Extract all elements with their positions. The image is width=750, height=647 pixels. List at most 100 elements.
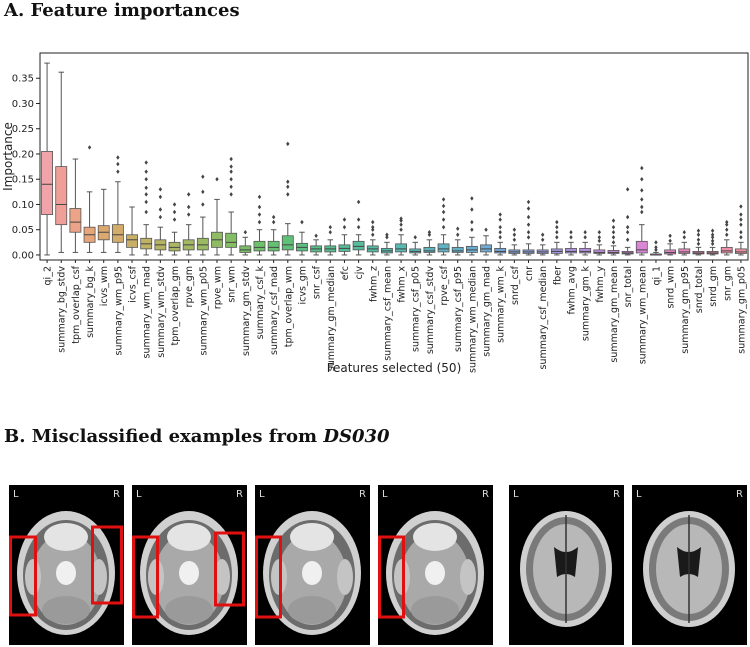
outlier-point (441, 224, 446, 230)
outlier-point (739, 235, 743, 240)
outlier-point (300, 219, 304, 225)
outlier-point (399, 227, 403, 232)
outlier-point (640, 204, 644, 210)
outlier-point (625, 224, 630, 230)
outlier-point (597, 235, 602, 240)
outlier-point (342, 217, 347, 222)
y-tick-label: 0.25 (12, 124, 34, 135)
x-tick-label: snr_wm (227, 266, 238, 303)
outlier-point (172, 202, 177, 207)
outlier-point (328, 230, 332, 235)
outlier-point (498, 230, 502, 235)
cerebellum (411, 596, 459, 624)
outlier-point (470, 227, 474, 232)
outlier-point (172, 217, 177, 222)
outlier-point (540, 232, 545, 237)
x-tick-label: summary_csf_p05 (411, 266, 422, 352)
x-tick-label: summary_csf_p95 (453, 266, 464, 352)
outlier-point (583, 230, 587, 235)
outlier-point (456, 226, 460, 231)
outlier-point (286, 192, 290, 197)
outlier-point (144, 209, 148, 215)
outlier-point (470, 219, 474, 225)
x-tick-label: summary_wm_k (496, 266, 507, 343)
cerebellum (288, 596, 336, 624)
box-iqr (352, 240, 365, 251)
outlier-point (526, 199, 531, 205)
y-tick-label: 0.20 (12, 149, 34, 160)
outlier-point (569, 235, 573, 240)
box-iqr (734, 248, 747, 254)
x-tick-label: summary_gm_stdv (241, 266, 252, 356)
outlier-point (144, 185, 148, 191)
x-tick-label: summary_csf_mean (382, 266, 393, 361)
outlier-point (668, 233, 672, 238)
x-axis-label: Features selected (50) (327, 361, 462, 375)
outlier-point (271, 219, 276, 225)
outlier-point (286, 179, 290, 184)
brain-slice-image (378, 485, 493, 645)
y-tick-label: 0.05 (12, 225, 34, 236)
highlight-box (91, 525, 123, 605)
x-tick-label: efc (340, 266, 351, 280)
x-tick-label: summary_wm_p95 (113, 266, 124, 355)
x-tick-label: snrd_total (694, 266, 705, 313)
orientation-label-right: R (359, 489, 366, 500)
x-tick-label: summary_wm_mean (637, 266, 648, 364)
outlier-point (215, 177, 219, 182)
outlier-point (371, 227, 375, 232)
x-tick-label: summary_gm_mad (482, 266, 493, 357)
outlier-point (385, 232, 389, 237)
x-tick-label: icvs_csf (128, 265, 139, 302)
x-tick-label: fber (552, 266, 563, 285)
y-tick-label: 0.00 (12, 250, 34, 261)
outlier-point (512, 237, 517, 243)
orientation-label-right: R (736, 489, 743, 500)
box-iqr (395, 243, 408, 253)
outlier-point (229, 169, 233, 174)
outlier-point (484, 227, 488, 232)
outlier-point (427, 232, 432, 237)
outlier-point (739, 212, 743, 217)
outlier-point (201, 189, 205, 195)
box-iqr (593, 249, 606, 254)
box-iqr (196, 237, 209, 251)
x-tick-label: summary_wm_stdv (156, 266, 167, 358)
box-iqr (565, 247, 577, 254)
x-tick-label: snrd_csf (510, 265, 521, 305)
outlier-point (710, 228, 715, 233)
brainstem (302, 561, 322, 585)
outlier-point (356, 217, 361, 222)
x-tick-label: summary_csf_median (538, 266, 549, 369)
outlier-point (725, 227, 729, 232)
box-iqr (168, 241, 181, 252)
box-iqr (465, 245, 478, 253)
outlier-point (512, 227, 517, 232)
x-tick-label: snr_total (623, 266, 634, 307)
outlier-point (441, 217, 446, 222)
outlier-point (725, 222, 729, 227)
box-iqr (126, 234, 138, 248)
outlier-point (526, 206, 531, 211)
box-iqr (55, 166, 68, 226)
outlier-point (739, 204, 743, 209)
x-tick-label: snrd_wm (666, 266, 677, 309)
outlier-point (271, 214, 276, 220)
outlier-point (116, 155, 120, 160)
outlier-point (186, 212, 191, 217)
temporal-lobe-right (460, 559, 476, 595)
outlier-point (526, 222, 531, 227)
outlier-point (625, 237, 630, 243)
y-tick-label: 0.30 (12, 99, 34, 110)
x-tick-label: summary_gm_mean (609, 266, 620, 363)
section-b-title: B. Misclassified examples from DS030 (4, 426, 390, 447)
outlier-point (229, 184, 233, 189)
orientation-label-right: R (236, 489, 243, 500)
y-tick-label: 0.15 (12, 175, 34, 186)
x-tick-label: summary_wm_mad (142, 266, 153, 358)
temporal-lobe-left (25, 559, 41, 595)
outlier-point (328, 224, 332, 230)
outlier-point (512, 232, 517, 237)
outlier-point (229, 192, 233, 197)
plot-frame (39, 52, 749, 261)
